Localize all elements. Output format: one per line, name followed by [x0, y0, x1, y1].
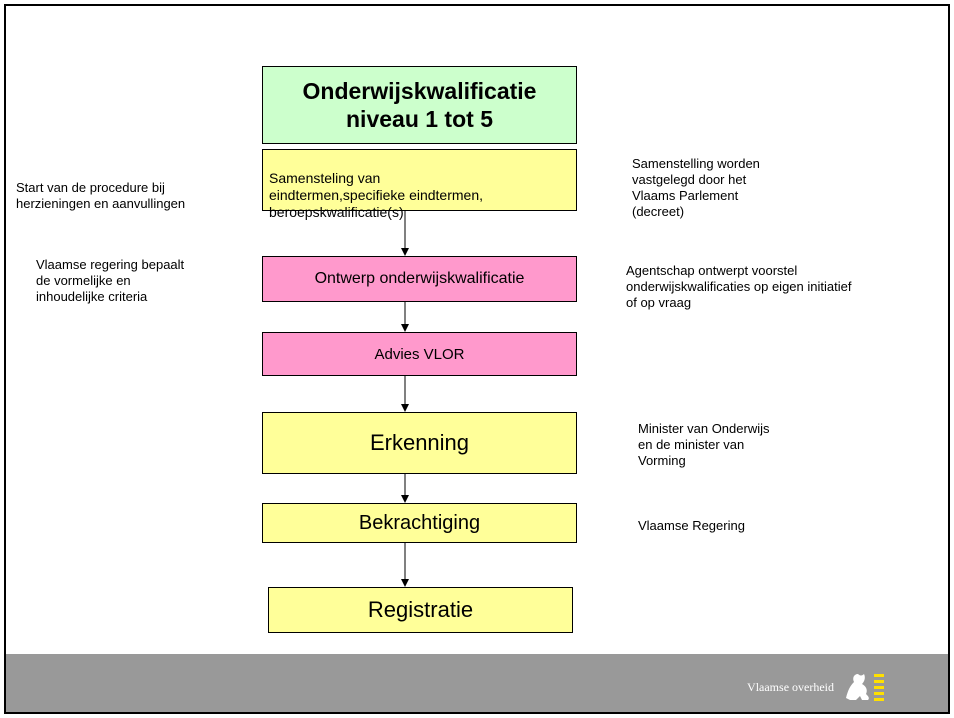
erkenning-label: Erkenning [369, 430, 470, 455]
flow-arrows [401, 211, 409, 587]
note-vlaamse-regering: Vlaamse Regering [638, 518, 745, 533]
ontwerp-box: Ontwerp onderwijskwalificatie [262, 256, 577, 302]
ontwerp-label: Ontwerp onderwijskwalificatie [314, 270, 525, 287]
erkenning-box: Erkenning [262, 412, 577, 474]
bekrachtiging-label: Bekrachtiging [358, 511, 481, 534]
note-vlaamse-regering-criteria: Vlaamse regering bepaalt de vormelijke e… [36, 257, 185, 304]
registratie-label: Registratie [367, 597, 474, 622]
title-box: Onderwijskwalificatie niveau 1 tot 5 [262, 66, 577, 144]
slide: Onderwijskwalificatie niveau 1 tot 5 Sam… [4, 4, 950, 714]
advies-box: Advies VLOR [262, 332, 577, 376]
note-agentschap: Agentschap ontwerpt voorstel onderwijskw… [626, 263, 852, 310]
flemish-lion-icon [846, 674, 884, 701]
footer-bar: Vlaamse overheid [6, 654, 948, 712]
advies-label: Advies VLOR [374, 345, 465, 363]
brand-name: Vlaamse overheid [747, 679, 834, 694]
samenstelling-label: Samensteling van eindtermen,specifieke e… [269, 170, 484, 220]
samenstelling-box: Samensteling van eindtermen,specifieke e… [262, 149, 577, 220]
brand: Vlaamse overheid [747, 670, 888, 704]
note-start-procedure: Start van de procedure bij herzieningen … [16, 180, 186, 211]
note-samenstelling-parlement: Samenstelling worden vastgelegd door het… [632, 156, 760, 219]
title-line-2: niveau 1 tot 5 [346, 106, 493, 132]
note-ministers: Minister van Onderwijs en de minister va… [638, 421, 770, 468]
title-line-1: Onderwijskwalificatie [302, 78, 537, 104]
registratie-box: Registratie [268, 587, 573, 633]
bekrachtiging-box: Bekrachtiging [262, 503, 577, 543]
